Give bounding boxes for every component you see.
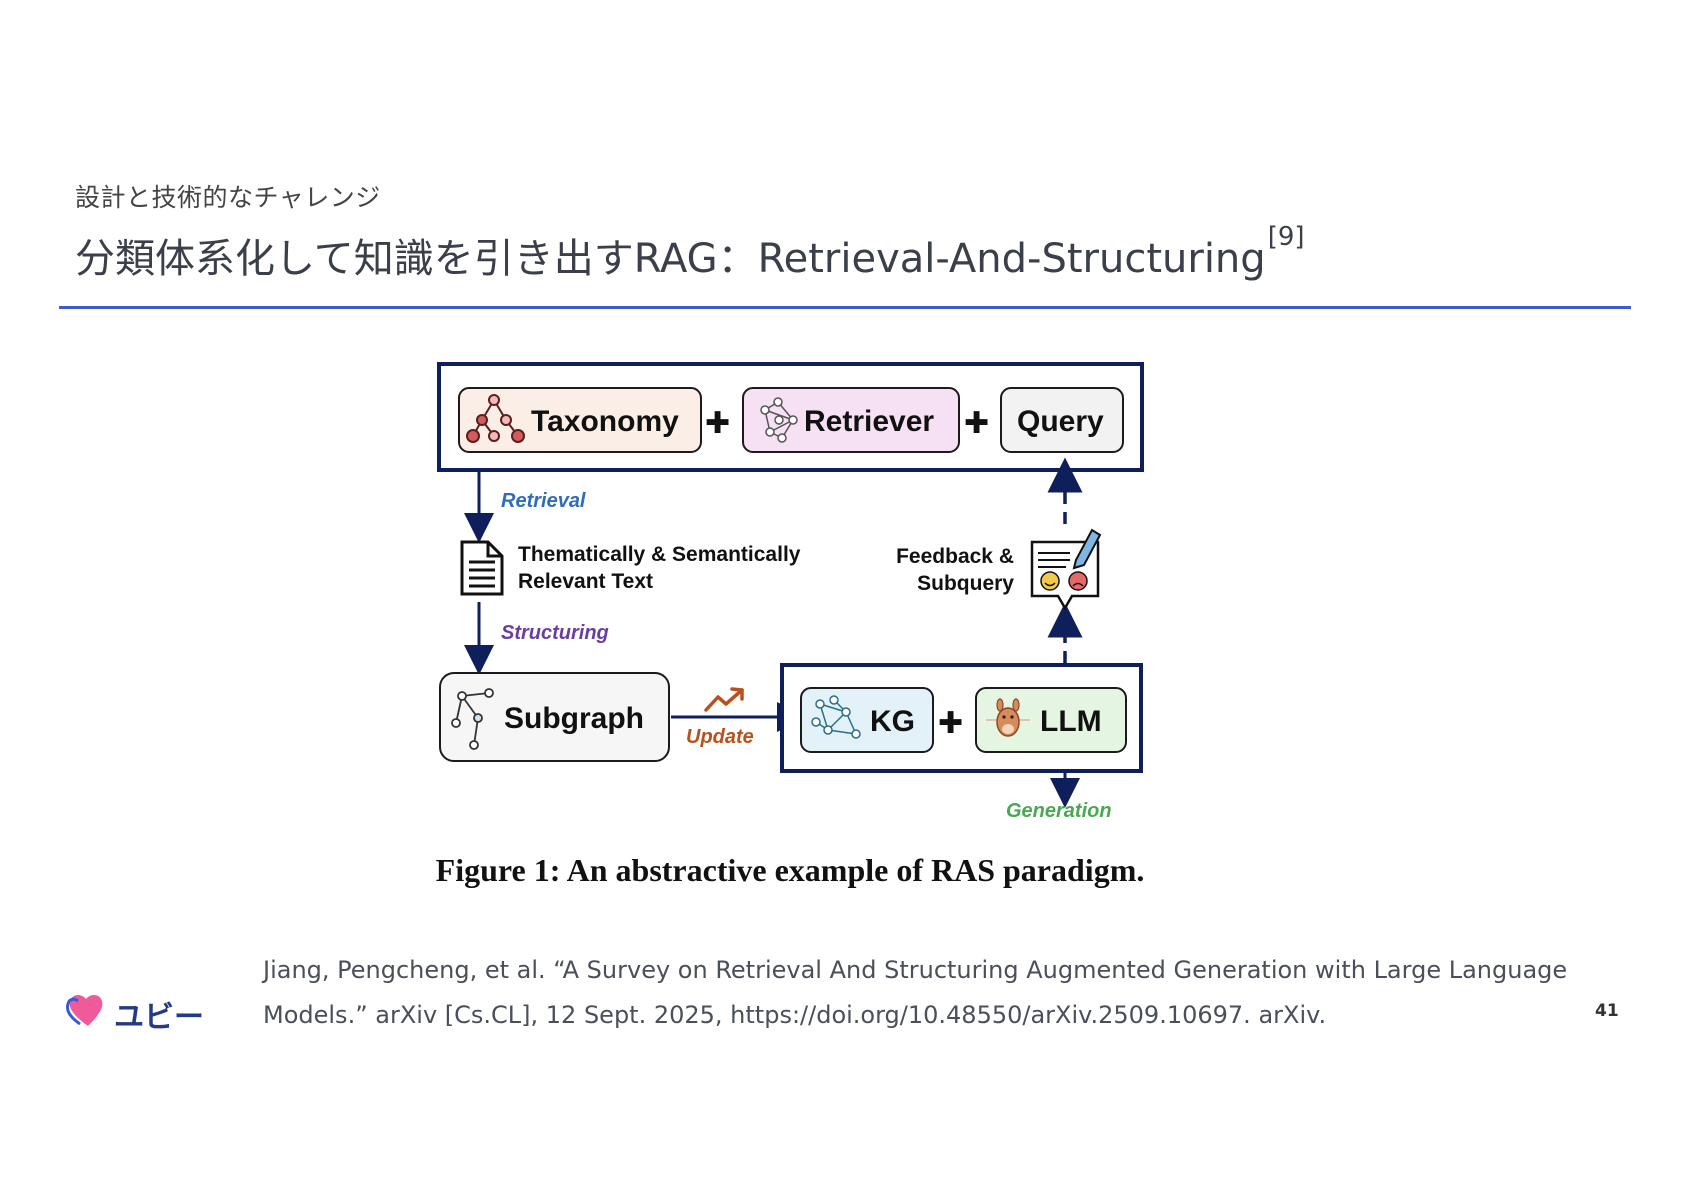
subgraph-icon <box>451 688 494 750</box>
page-title: 分類体系化して知識を引き出すRAG：Retrieval-And-Structur… <box>75 222 1305 284</box>
kg-label: KG <box>870 705 915 738</box>
page-number: 41 <box>1595 1001 1619 1021</box>
knowledge-graph-icon <box>811 695 861 739</box>
reference-line-1: Jiang, Pengcheng, et al. “A Survey on Re… <box>263 956 1568 984</box>
figure-caption: Figure 1: An abstractive example of RAS … <box>435 852 1145 888</box>
update-label: Update <box>686 726 754 748</box>
subgraph-box <box>439 672 670 762</box>
citation-ref: [9] <box>1267 222 1305 252</box>
subgraph-label: Subgraph <box>504 702 644 735</box>
title-divider <box>59 306 1631 309</box>
relevant-text-line2: Relevant Text <box>518 570 653 593</box>
plus-icon-3: ✚ <box>938 706 963 741</box>
document-icon <box>460 540 504 596</box>
plus-icon-1: ✚ <box>705 406 730 441</box>
feedback-icon <box>1030 528 1102 611</box>
relevant-text-line1: Thematically & Semantically <box>518 543 801 566</box>
query-label: Query <box>1017 405 1104 438</box>
retriever-icon <box>760 397 798 443</box>
taxonomy-icon <box>466 394 525 443</box>
feedback-label-line1: Feedback & <box>896 545 1014 568</box>
page-title-text: 分類体系化して知識を引き出すRAG：Retrieval-And-Structur… <box>75 236 1266 282</box>
query-box <box>1000 387 1124 453</box>
generation-label: Generation <box>1006 800 1112 822</box>
feedback-label-line2: Subquery <box>917 572 1014 595</box>
llama-icon <box>986 698 1030 737</box>
llm-label: LLM <box>1040 705 1102 738</box>
plus-icon-2: ✚ <box>964 406 989 441</box>
taxonomy-label: Taxonomy <box>531 405 679 438</box>
trend-up-icon <box>704 687 744 712</box>
logo-text: ユビー <box>114 1000 204 1035</box>
retriever-box <box>742 387 960 453</box>
section-subtitle: 設計と技術的なチャレンジ <box>75 183 381 212</box>
retrieval-label: Retrieval <box>501 490 586 512</box>
retriever-label: Retriever <box>804 405 934 438</box>
reference-citation: Jiang, Pengcheng, et al. “A Survey on Re… <box>263 948 1593 1038</box>
ubie-logo <box>66 995 103 1026</box>
reference-line-2: Models.” arXiv [Cs.CL], 12 Sept. 2025, h… <box>263 1001 1327 1029</box>
structuring-label: Structuring <box>501 622 609 644</box>
